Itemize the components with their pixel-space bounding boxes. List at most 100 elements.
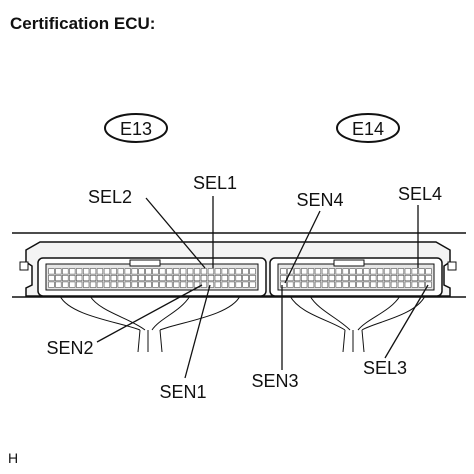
terminal-label-sen2: SEN2 xyxy=(46,338,93,358)
pin-cavity-e14 xyxy=(300,274,308,282)
pin-cavity-e13 xyxy=(83,274,90,282)
pin-cavity-e13 xyxy=(110,281,117,288)
pin-cavity-e14 xyxy=(376,268,384,275)
pin-cavity-e13 xyxy=(83,268,90,275)
pin-cavity-e13 xyxy=(62,281,69,288)
pin-cavity-e14 xyxy=(280,281,287,288)
pin-cavity-e13 xyxy=(69,281,76,288)
pin-cavity-e13 xyxy=(117,281,124,288)
pin-cavity-e13 xyxy=(228,274,235,282)
pin-cavity-e13 xyxy=(207,268,215,275)
pin-cavity-e14 xyxy=(349,268,356,275)
pin-cavity-e13 xyxy=(180,268,187,275)
terminal-label-sen3: SEN3 xyxy=(251,371,298,391)
pin-cavity-e14 xyxy=(397,281,405,288)
pin-cavity-e13 xyxy=(193,268,201,275)
pin-cavity-e14 xyxy=(404,274,411,282)
pin-cavity-e13 xyxy=(200,274,208,282)
pin-cavity-e13 xyxy=(62,274,69,282)
pin-cavity-e13 xyxy=(55,281,62,288)
pin-cavity-e13 xyxy=(89,268,97,275)
pin-cavity-e13 xyxy=(76,268,83,275)
pin-cavity-e13 xyxy=(180,281,187,288)
pin-cavity-e13 xyxy=(103,281,111,288)
pin-cavity-e14 xyxy=(418,274,425,282)
pin-cavity-e14 xyxy=(425,281,432,288)
pin-cavity-e13 xyxy=(235,274,242,282)
pin-cavity-e14 xyxy=(356,281,363,288)
pin-cavity-e14 xyxy=(349,274,356,282)
pin-cavity-e13 xyxy=(249,274,256,282)
pin-cavity-e13 xyxy=(145,268,152,275)
pin-cavity-e14 xyxy=(294,274,301,282)
pin-cavity-e13 xyxy=(173,268,180,275)
pin-cavity-e14 xyxy=(321,281,329,288)
pin-cavity-e14 xyxy=(307,268,315,275)
pin-cavity-e13 xyxy=(145,274,152,282)
pin-cavity-e13 xyxy=(214,281,221,288)
pin-cavity-e14 xyxy=(321,274,329,282)
pin-cavity-e13 xyxy=(207,281,215,288)
pin-cavity-e14 xyxy=(370,274,377,282)
pin-cavity-e14 xyxy=(363,268,370,275)
pin-cavity-e13 xyxy=(48,268,55,275)
pin-cavity-e14 xyxy=(328,268,335,275)
pin-cavity-e14 xyxy=(383,274,391,282)
pin-cavity-e14 xyxy=(314,268,322,275)
pin-cavity-e14 xyxy=(390,281,398,288)
pin-cavity-e13 xyxy=(166,268,173,275)
pin-cavity-e13 xyxy=(96,281,104,288)
pin-cavity-e13 xyxy=(89,281,97,288)
pin-cavity-e13 xyxy=(62,268,69,275)
connector-badge-e13 xyxy=(104,113,168,143)
pin-cavity-e13 xyxy=(200,281,208,288)
pin-cavity-e14 xyxy=(342,274,349,282)
pin-cavity-e13 xyxy=(124,268,131,275)
pin-cavity-e14 xyxy=(383,268,391,275)
pin-cavity-e14 xyxy=(328,281,335,288)
pin-cavity-e13 xyxy=(249,281,256,288)
pin-cavity-e14 xyxy=(363,274,370,282)
pin-cavity-e13 xyxy=(55,268,62,275)
pin-cavity-e13 xyxy=(76,274,83,282)
leader-sen4 xyxy=(284,210,321,284)
pin-cavity-e14 xyxy=(411,274,418,282)
pin-cavity-e14 xyxy=(370,268,377,275)
pin-cavity-e14 xyxy=(294,281,301,288)
pin-cavity-e13 xyxy=(124,274,131,282)
terminal-label-sel3: SEL3 xyxy=(363,358,407,378)
pin-cavity-e14 xyxy=(370,281,377,288)
leader-sen2 xyxy=(96,284,203,343)
pin-cavity-e13 xyxy=(228,281,235,288)
pin-cavity-e13 xyxy=(187,268,194,275)
pin-cavity-e13 xyxy=(166,281,173,288)
pin-cavity-e13 xyxy=(48,281,55,288)
pin-cavity-e14 xyxy=(314,281,322,288)
pin-cavity-e14 xyxy=(307,281,315,288)
pin-cavity-e13 xyxy=(180,274,187,282)
pin-cavity-e14 xyxy=(390,268,398,275)
pin-cavity-e13 xyxy=(76,281,83,288)
pin-cavity-e13 xyxy=(221,274,228,282)
pin-cavity-e14 xyxy=(335,274,342,282)
pin-cavity-e14 xyxy=(307,274,315,282)
pin-cavity-e14 xyxy=(390,274,398,282)
pin-cavity-e14 xyxy=(363,281,370,288)
pin-cavity-e13 xyxy=(200,268,208,275)
pin-cavity-e13 xyxy=(103,268,111,275)
pin-cavity-e14 xyxy=(342,268,349,275)
connector-id-e13: E13 xyxy=(120,119,152,139)
pin-cavity-e13 xyxy=(152,274,159,282)
pin-cavity-e13 xyxy=(159,268,166,275)
terminal-label-sel4: SEL4 xyxy=(398,184,442,204)
pin-cavity-e13 xyxy=(83,281,90,288)
terminal-label-sel2: SEL2 xyxy=(88,187,132,207)
pin-cavity-e13 xyxy=(221,281,228,288)
pin-cavity-e13 xyxy=(249,268,256,275)
pin-cavity-e14 xyxy=(300,281,308,288)
connector-id-e14: E14 xyxy=(352,119,384,139)
pin-cavity-e13 xyxy=(159,281,166,288)
pin-cavity-e13 xyxy=(235,268,242,275)
